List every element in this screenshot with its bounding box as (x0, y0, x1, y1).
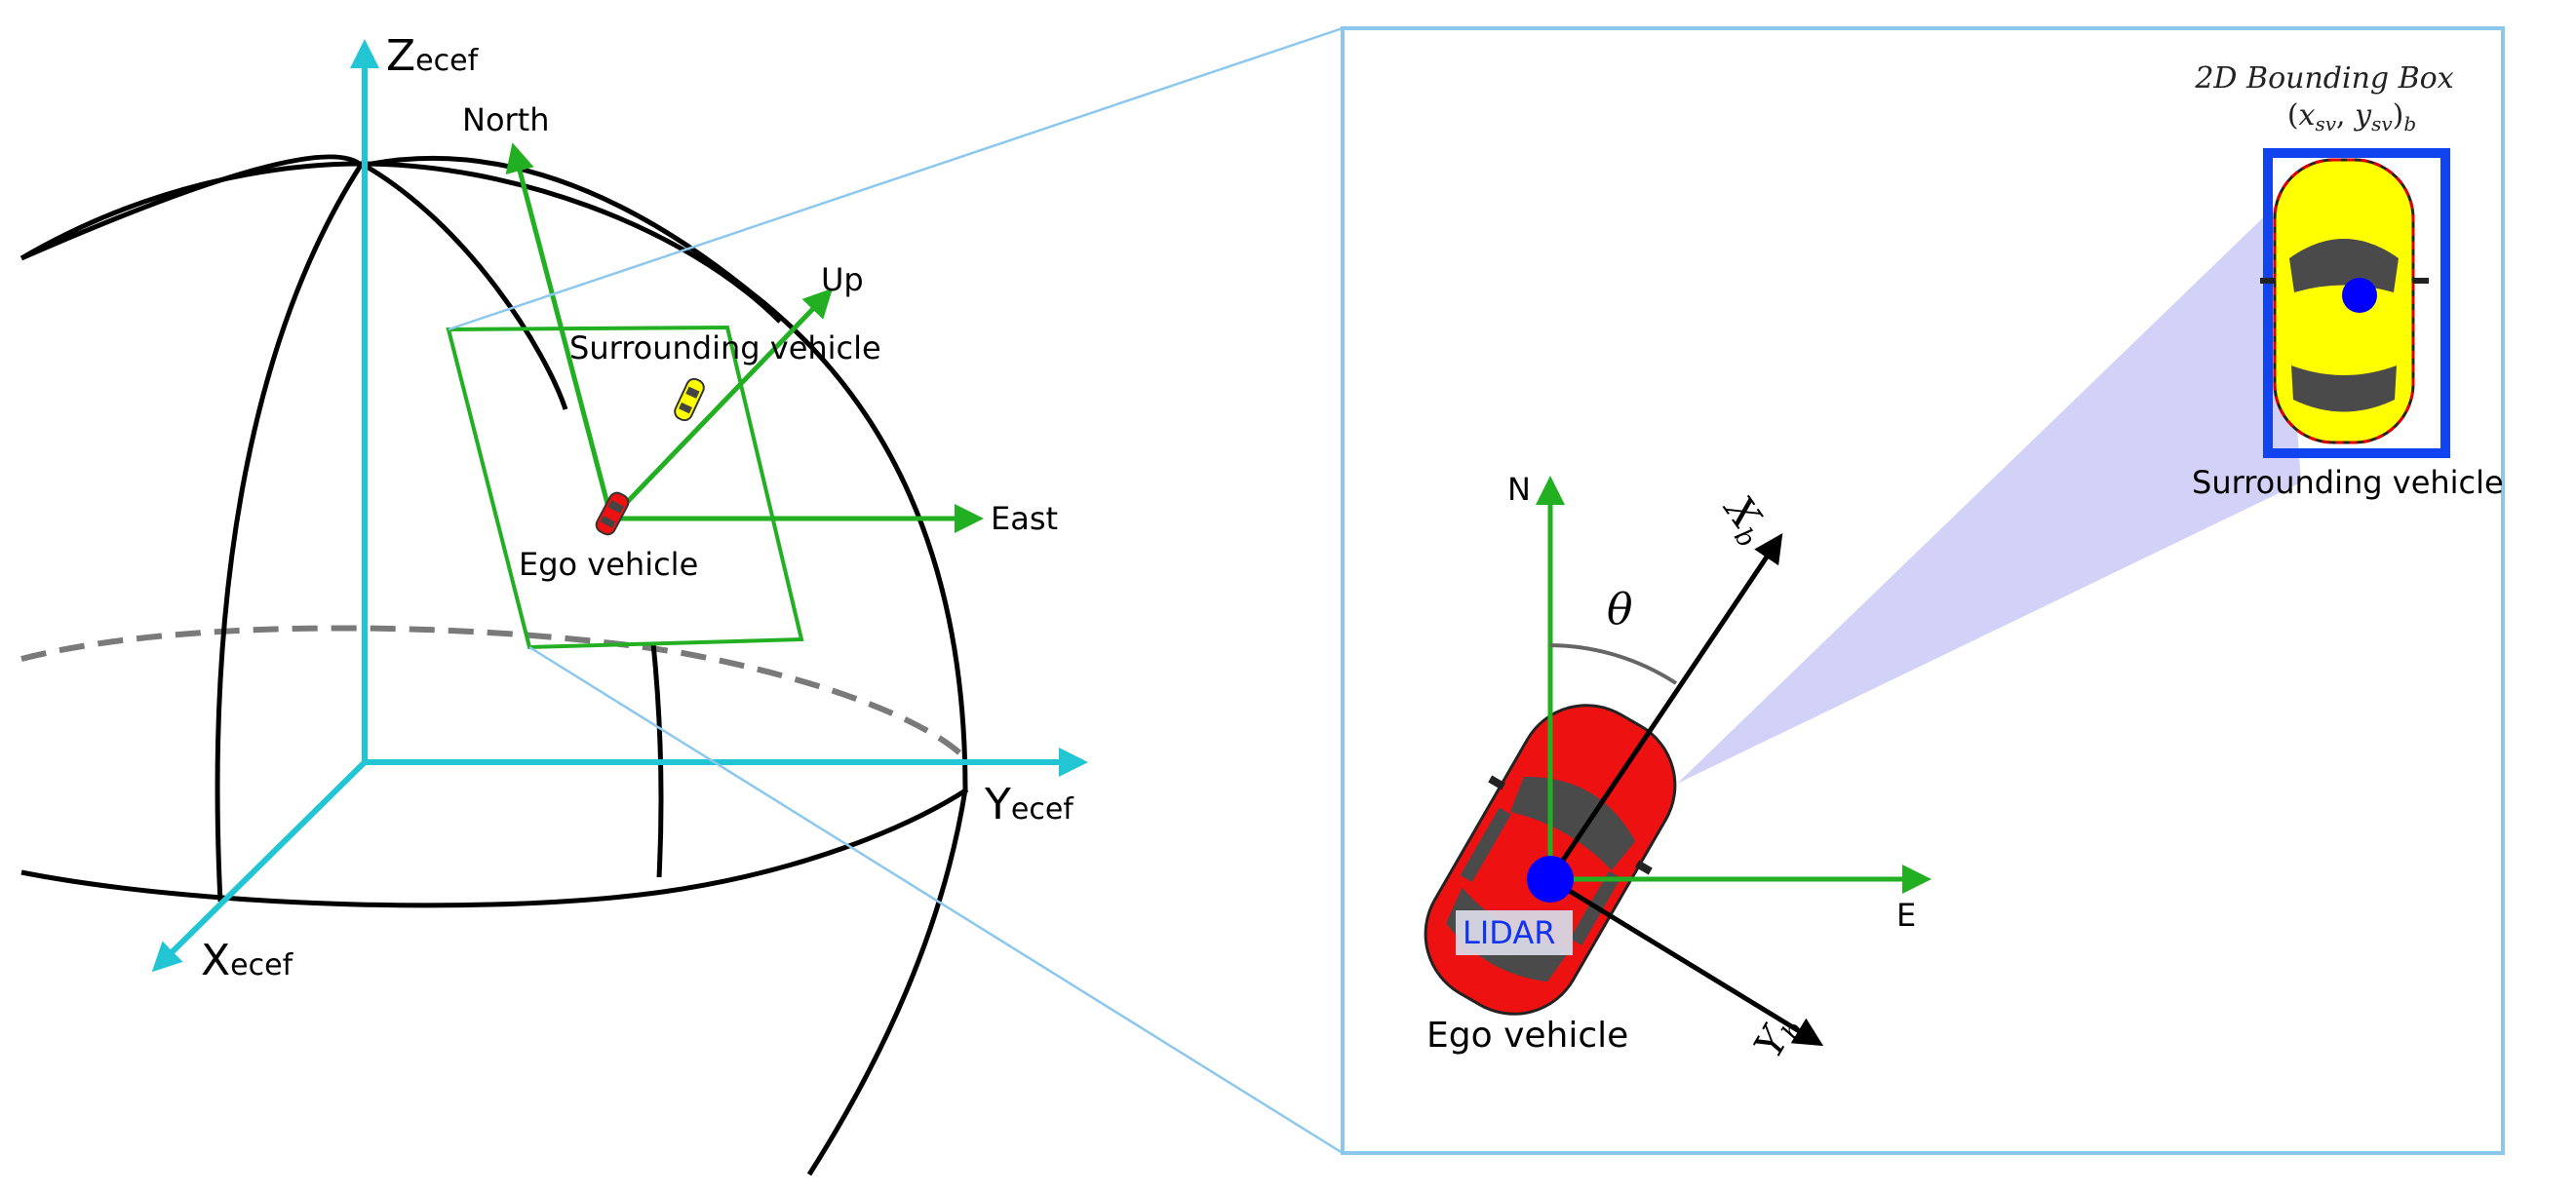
zoom-line-bottom (528, 645, 1344, 1155)
ego-vehicle-label-left: Ego vehicle (519, 546, 698, 583)
yb-arrow (1548, 876, 1824, 1047)
up-arrow (609, 288, 834, 520)
ego-vehicle-label-right: Ego vehicle (1426, 1016, 1628, 1056)
z-ecef-label: Zecef (386, 31, 480, 81)
surrounding-vehicle-label-right: Surrounding vehicle (2192, 464, 2504, 501)
lidar-fov-wedge (1677, 200, 2301, 784)
lidar-sensor (1527, 856, 1574, 903)
x-ecef-label: Xecef (201, 936, 294, 985)
theta-label: θ (1607, 585, 1633, 635)
equator-front (20, 787, 969, 908)
surrounding-vehicle-small (674, 377, 705, 422)
zoom-line-top (448, 26, 1344, 331)
y-ecef-label: Yecef (984, 780, 1074, 829)
xb-arrow (1547, 533, 1783, 881)
right-view: 2D Bounding Box (xsv, ysv)b Surrounding … (1341, 26, 2505, 1155)
prime-meridian (215, 162, 365, 903)
surrounding-vehicle-large (2260, 148, 2450, 458)
left-view: Zecef Yecef Xecef North Up East Surround… (20, 31, 1088, 1176)
local-tangent-plane (446, 325, 804, 650)
bounding-box (2263, 148, 2450, 458)
lidar-label: LIDAR (1463, 914, 1555, 951)
e-label: E (1896, 897, 1916, 934)
earth-outline (20, 154, 968, 1176)
lidar-label-bg (1456, 910, 1573, 955)
zoom-frame (1341, 26, 2505, 1155)
xb-label: Xb (1710, 486, 1777, 554)
ego-vehicle-small (595, 491, 630, 536)
east-label: East (991, 500, 1058, 537)
up-label: Up (821, 261, 864, 298)
north-label: North (462, 101, 550, 138)
bbox-coords: (xsv, ysv)b (2287, 98, 2416, 135)
theta-arc (1549, 643, 1678, 685)
surrounding-vehicle-center (2342, 278, 2377, 313)
n-label: N (1507, 471, 1531, 508)
equator-back (20, 625, 970, 763)
north-arrow (505, 142, 614, 520)
x-ecef-axis (151, 759, 368, 973)
meridian-2 (360, 161, 568, 410)
surrounding-vehicle-label-left: Surrounding vehicle (569, 329, 881, 366)
bbox-title: 2D Bounding Box (2194, 61, 2453, 96)
